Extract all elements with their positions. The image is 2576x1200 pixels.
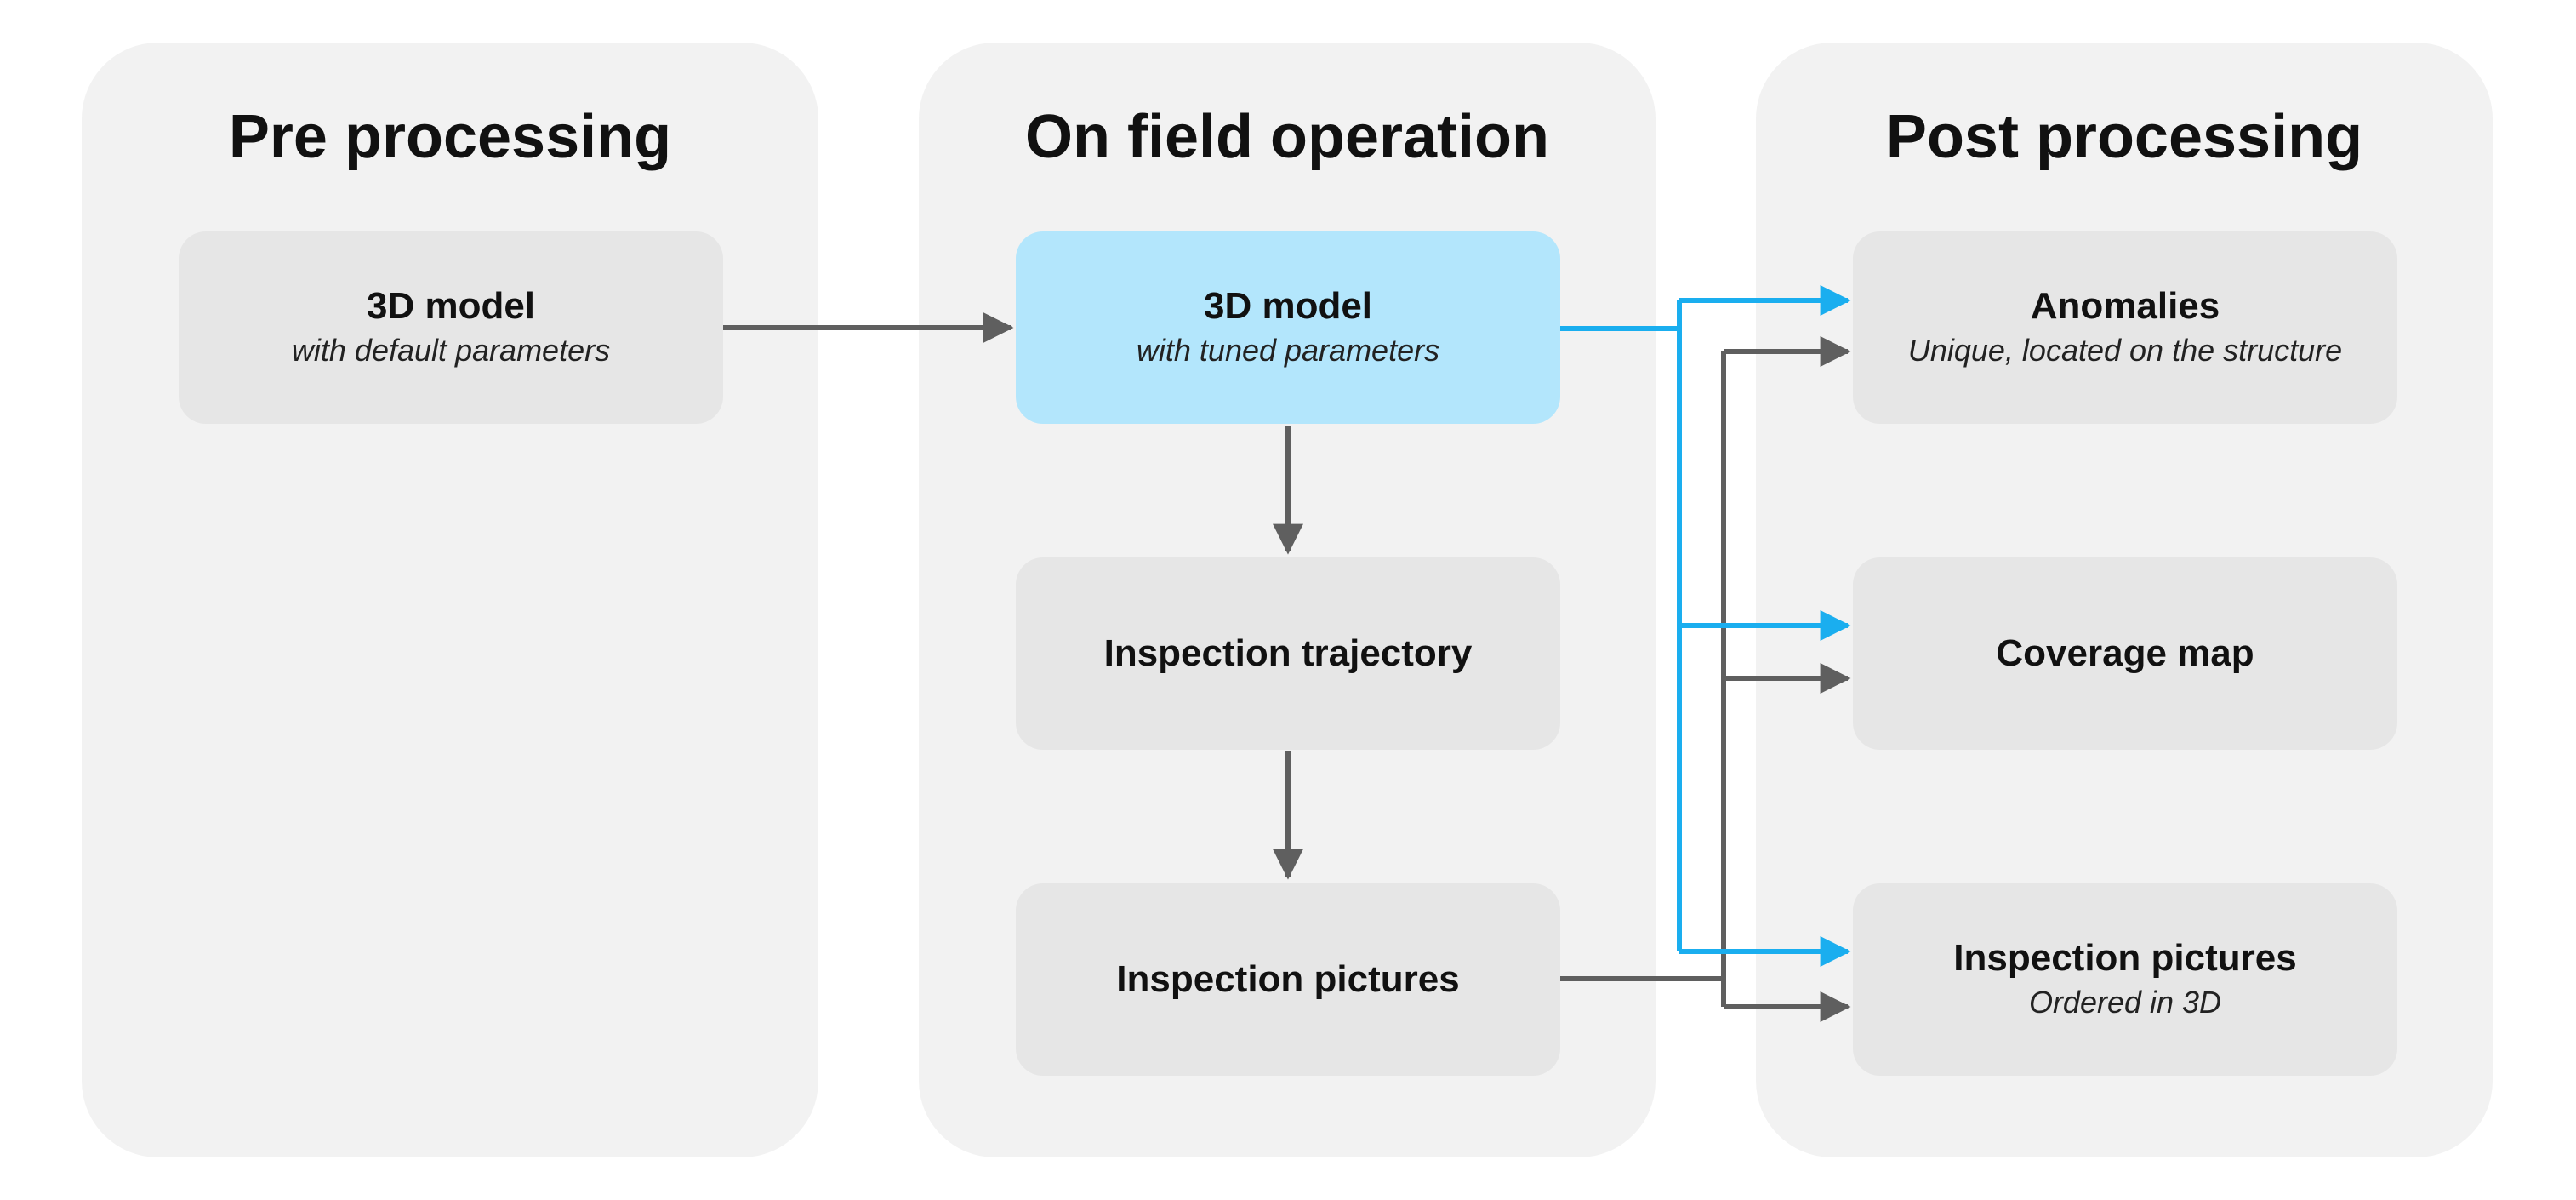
node-title: 3D model	[366, 285, 536, 327]
node-title: Inspection trajectory	[1103, 632, 1473, 674]
node-title: Inspection pictures	[1953, 937, 2297, 979]
node-anomalies: Anomalies Unique, located on the structu…	[1853, 231, 2397, 424]
pre-processing-panel: Pre processing	[82, 43, 818, 1157]
node-title: 3D model	[1203, 285, 1373, 327]
panel-title: Pre processing	[228, 103, 672, 171]
node-subtitle: with default parameters	[291, 333, 611, 368]
node-title: Coverage map	[1996, 632, 2254, 674]
panel-title: On field operation	[1024, 103, 1549, 171]
node-subtitle: with tuned parameters	[1136, 333, 1440, 368]
node-subtitle: Ordered in 3D	[2028, 985, 2222, 1020]
node-title: Inspection pictures	[1116, 958, 1460, 1000]
node-3d-model-tuned: 3D model with tuned parameters	[1016, 231, 1560, 424]
node-3d-model-default: 3D model with default parameters	[179, 231, 723, 424]
node-inspection-pictures-post: Inspection pictures Ordered in 3D	[1853, 883, 2397, 1076]
node-inspection-pictures-field: Inspection pictures	[1016, 883, 1560, 1076]
node-inspection-trajectory: Inspection trajectory	[1016, 557, 1560, 750]
node-coverage-map: Coverage map	[1853, 557, 2397, 750]
panel-title: Post processing	[1885, 103, 2363, 171]
node-subtitle: Unique, located on the structure	[1907, 333, 2343, 368]
node-title: Anomalies	[2030, 285, 2220, 327]
